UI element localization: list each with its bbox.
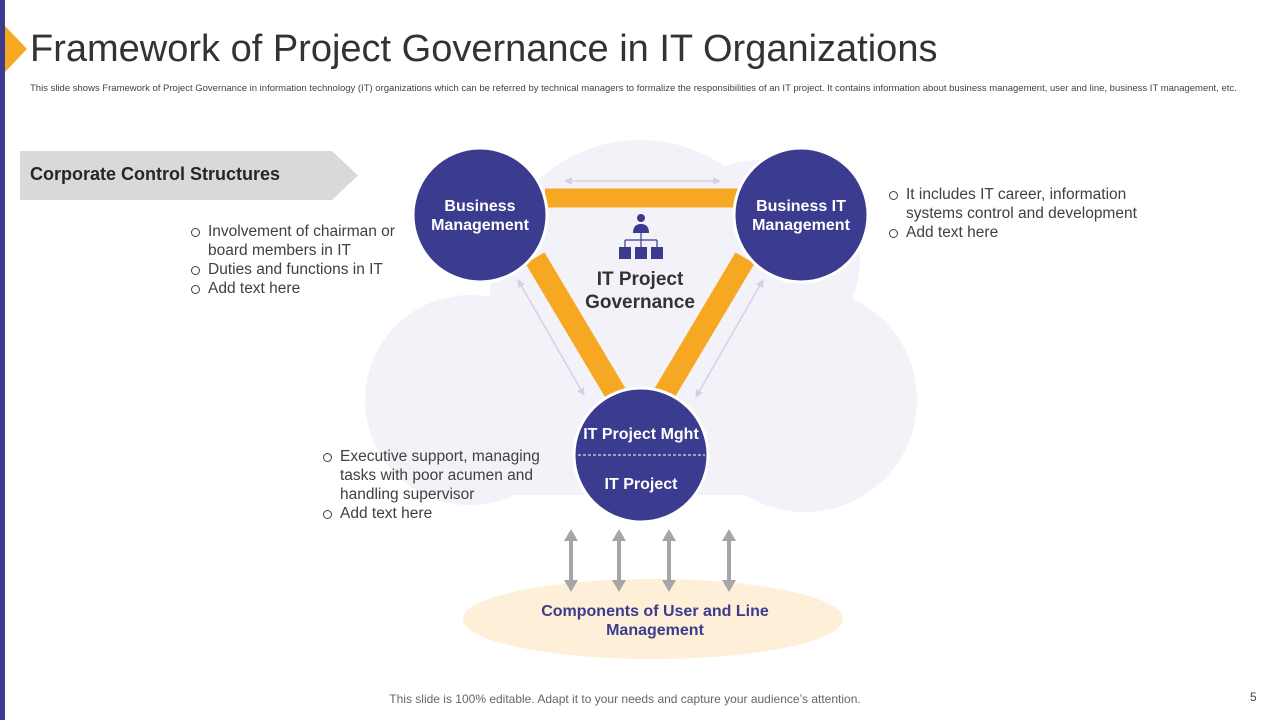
page-number: 5 xyxy=(1250,690,1257,704)
corporate-bullets: Involvement of chairman or board members… xyxy=(190,222,400,298)
title-arrow-icon xyxy=(5,26,27,72)
double-arrow-icon xyxy=(722,529,736,592)
page-subtitle: This slide shows Framework of Project Go… xyxy=(30,83,1237,94)
business-it-bullets: It includes IT career, information syste… xyxy=(888,185,1158,242)
business-management-circle xyxy=(411,146,549,284)
corporate-banner-label: Corporate Control Structures xyxy=(30,164,281,184)
left-accent-bar xyxy=(0,0,5,720)
double-arrow-icon xyxy=(662,529,676,592)
double-arrow-icon xyxy=(695,279,764,398)
business-it-management-label: Business IT Management xyxy=(752,198,850,234)
business-it-management-circle xyxy=(732,146,870,284)
list-item: Involvement of chairman or board members… xyxy=(190,222,400,260)
list-item: Add text here xyxy=(888,223,1158,242)
list-item: Add text here xyxy=(322,504,562,523)
double-arrow-icon xyxy=(564,529,578,592)
list-item: It includes IT career, information syste… xyxy=(888,185,1158,223)
footer-note: This slide is 100% editable. Adapt it to… xyxy=(389,692,861,706)
components-label: Components of User and Line Management xyxy=(541,603,769,639)
triangle-connectors xyxy=(525,188,755,400)
org-chart-icon xyxy=(619,214,663,259)
it-project-bullets: Executive support, managing tasks with p… xyxy=(322,447,562,523)
double-arrow-icon xyxy=(517,279,585,396)
components-ellipse xyxy=(463,579,843,659)
page-title: Framework of Project Governance in IT Or… xyxy=(30,28,938,70)
list-item: Executive support, managing tasks with p… xyxy=(322,447,562,504)
double-arrow-icon xyxy=(612,529,626,592)
it-project-governance-label: IT Project Governance xyxy=(585,269,695,313)
list-item: Duties and functions in IT xyxy=(190,260,400,279)
list-item: Add text here xyxy=(190,279,400,298)
it-project-mght-label: IT Project Mght xyxy=(583,426,699,443)
vertical-arrows xyxy=(564,529,736,592)
business-management-label: Business Management xyxy=(431,198,529,234)
it-project-label: IT Project xyxy=(604,476,678,493)
corporate-banner xyxy=(20,151,358,200)
